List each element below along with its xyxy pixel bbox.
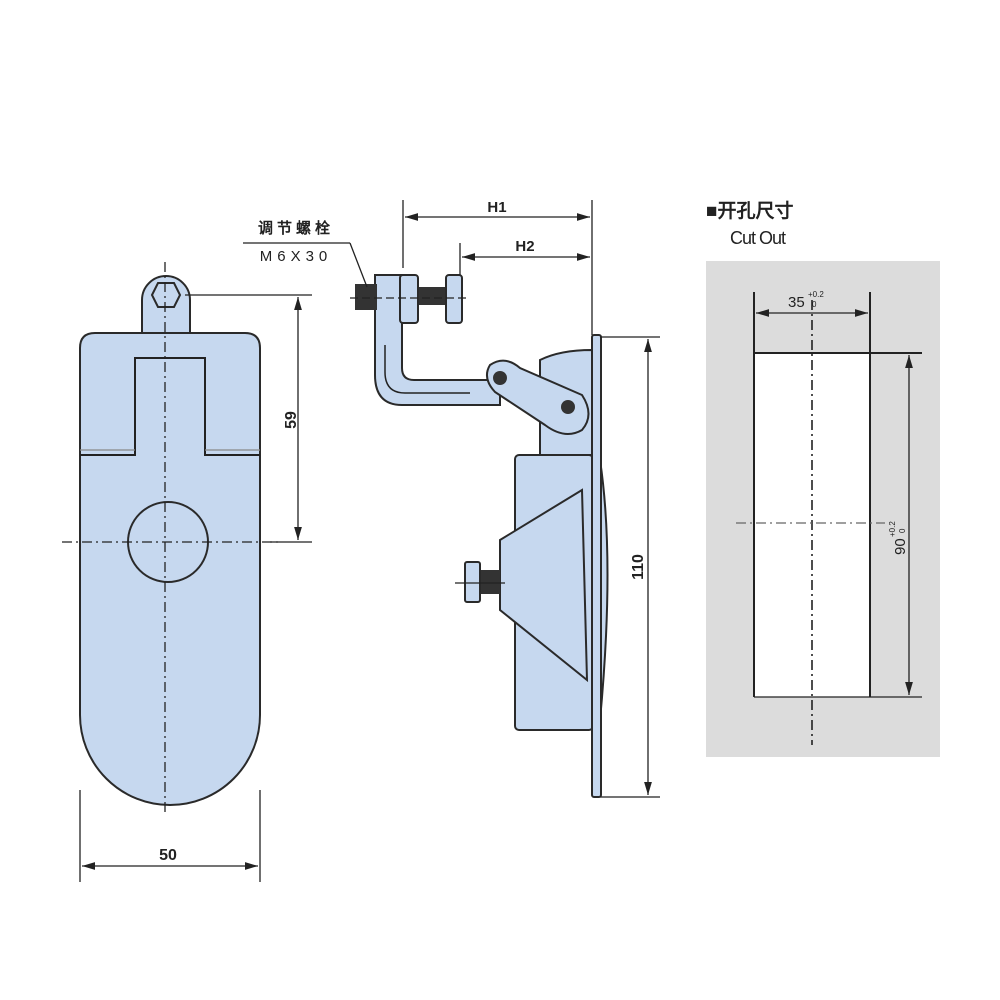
front-slot xyxy=(80,357,260,456)
pivot-pin-icon xyxy=(561,400,575,414)
dim-90: 90 xyxy=(892,538,909,555)
cutout-title-en: Cut Out xyxy=(730,228,786,248)
dim-50: 50 xyxy=(159,847,177,864)
hex-nut-icon xyxy=(399,274,419,324)
adjust-screw-thread xyxy=(478,570,500,594)
pivot-pin-icon xyxy=(493,371,507,385)
dim-35-tol-lower: 0 xyxy=(812,300,817,309)
adjust-bolt-thread xyxy=(355,284,377,310)
dim-35: 35 xyxy=(788,294,805,311)
dim-h2: H2 xyxy=(515,238,534,255)
bolt-label-spec: M6X30 xyxy=(260,248,333,265)
link-plate xyxy=(485,359,590,435)
hex-nut-icon xyxy=(150,282,182,308)
side-view: 调节螺栓 M6X30 H1 H2 110 xyxy=(243,199,660,798)
dim-h1: H1 xyxy=(487,199,506,216)
dim-90-tol-lower: 0 xyxy=(898,528,907,533)
dim-90-tol-upper: +0.2 xyxy=(888,521,897,537)
front-view: 59 50 xyxy=(62,262,312,882)
dim-110: 110 xyxy=(630,554,647,580)
mounting-plate xyxy=(591,334,602,798)
cutout-title-cn: ■开孔尺寸 xyxy=(706,199,793,222)
dim-35-tol-upper: +0.2 xyxy=(808,290,824,299)
hex-nut-icon xyxy=(445,274,463,324)
cutout-view: ■开孔尺寸 Cut Out 35 +0.2 0 90 +0.2 0 xyxy=(706,199,940,757)
adjust-screw-head xyxy=(464,561,481,603)
bolt-label-cn: 调节螺栓 xyxy=(258,219,334,237)
dim-59: 59 xyxy=(283,411,300,429)
